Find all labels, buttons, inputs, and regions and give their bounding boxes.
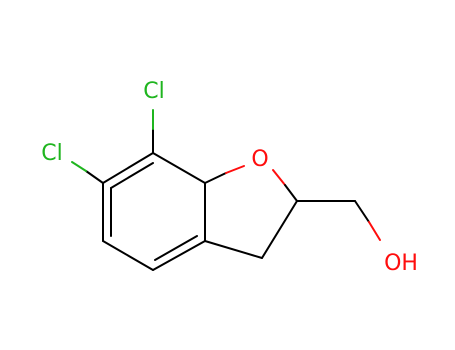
bond-c6-cl-black (85, 170, 104, 184)
bond-ch2-o-red (368, 221, 381, 241)
bond-c7a-o1-red (225, 165, 245, 174)
bond-c3-c3a (204, 240, 263, 259)
hydroxyl-label: OH (384, 251, 418, 276)
bond-ch2-o-black (354, 200, 370, 223)
chlorine-top-label: Cl (143, 79, 164, 104)
bond-c2-c3 (261, 200, 298, 259)
bond-c6-c7 (102, 152, 154, 184)
bond-o1-c2-red (272, 169, 286, 186)
chlorine-substituents (71, 109, 154, 184)
bond-c7-c7a (152, 152, 206, 184)
bond-o1-c2-black (284, 184, 298, 202)
ring-oxygen-label: O (251, 147, 268, 172)
hydroxymethyl-group (296, 200, 381, 241)
bond-c6-cl-green (71, 161, 87, 172)
bond-c4-c5 (102, 240, 154, 271)
bond-c3a-c4-inner (154, 235, 198, 261)
bond-c3a-c4 (152, 240, 206, 271)
furan-ring (204, 165, 298, 259)
bond-c6-c7-inner (110, 162, 154, 189)
benzene-ring (102, 152, 206, 271)
bond-c7a-o1-black (204, 172, 227, 184)
chlorine-left-label: Cl (41, 141, 62, 166)
